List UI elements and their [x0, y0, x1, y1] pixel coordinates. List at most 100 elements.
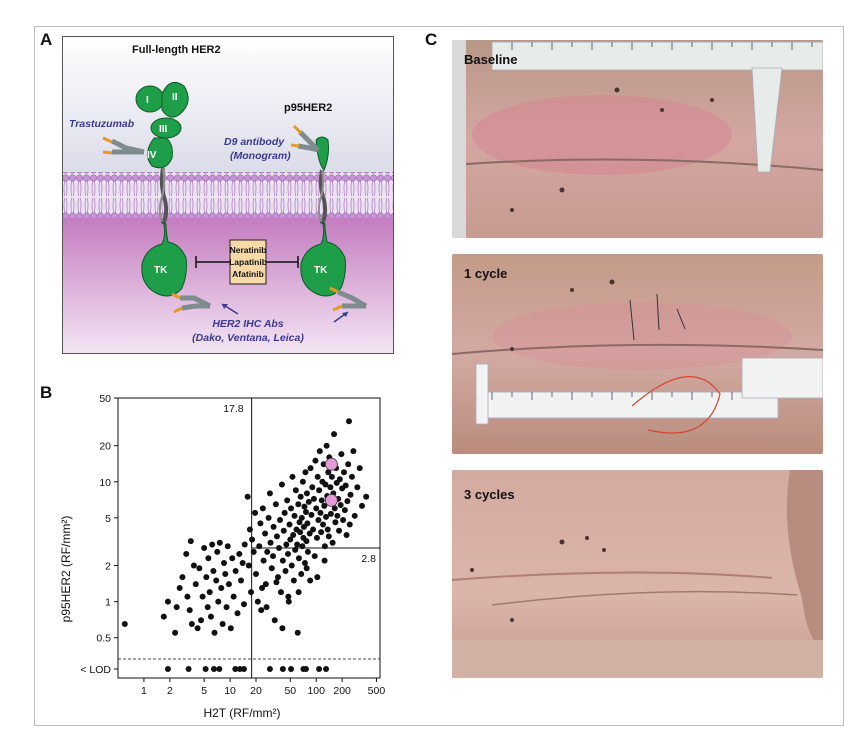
panel-label-c: C [425, 30, 438, 49]
data-point [295, 555, 302, 562]
data-point [363, 493, 370, 500]
data-point [288, 505, 295, 512]
data-point [259, 505, 266, 512]
data-point [337, 502, 344, 509]
data-point [294, 629, 301, 636]
data-point [316, 448, 323, 455]
data-point [314, 473, 321, 480]
data-point [346, 521, 353, 528]
ihc-abs-label: HER2 IHC Abs [212, 318, 284, 330]
data-point [305, 498, 312, 505]
photo-3-cycles-image [452, 470, 823, 678]
data-point-below-lod [202, 666, 209, 672]
data-point [245, 562, 252, 569]
data-point [254, 598, 261, 605]
data-point [238, 577, 245, 584]
data-point [205, 555, 212, 562]
data-point [256, 543, 263, 550]
data-point [194, 625, 201, 632]
data-point [248, 589, 255, 596]
data-point [309, 484, 316, 491]
data-point [271, 617, 278, 624]
data-point [234, 610, 241, 617]
data-point [267, 539, 274, 546]
data-point-below-lod [232, 666, 239, 672]
data-point [244, 493, 251, 500]
data-point [306, 530, 313, 537]
data-point [281, 509, 288, 516]
data-point [328, 473, 335, 480]
ihc-antibody-right-icon [329, 286, 368, 312]
data-point [224, 543, 231, 550]
data-point [297, 529, 304, 536]
data-point [318, 497, 325, 504]
data-point-below-lod [164, 666, 171, 672]
data-point-below-lod [216, 666, 223, 672]
data-point [209, 541, 216, 548]
photo-1-cycle-label: 1 cycle [464, 266, 508, 281]
data-point [315, 516, 322, 523]
data-point [316, 487, 323, 494]
data-point [310, 495, 317, 502]
data-point [206, 589, 213, 596]
x-tick-label: 1 [141, 685, 147, 697]
data-point [278, 481, 285, 488]
data-point [187, 538, 194, 545]
data-point [203, 574, 210, 581]
data-point [265, 514, 272, 521]
data-point [276, 545, 283, 552]
data-point [348, 473, 355, 480]
data-point [218, 584, 225, 591]
photo-baseline-image [452, 40, 823, 238]
domain-label-iii: III [159, 124, 168, 135]
data-point [292, 546, 299, 553]
tk-label-left: TK [154, 265, 168, 276]
data-point [356, 465, 363, 472]
data-point [272, 501, 279, 508]
highlighted-patient-point [324, 493, 338, 507]
data-point [179, 574, 186, 581]
figure-frame [34, 26, 844, 726]
data-point-below-lod [323, 666, 330, 672]
data-point [199, 593, 206, 600]
data-point [321, 543, 328, 550]
data-point [280, 527, 287, 534]
data-point [308, 511, 315, 518]
data-point [227, 625, 234, 632]
data-point [323, 442, 330, 449]
data-point [291, 512, 298, 519]
data-point [279, 557, 286, 564]
data-point [313, 505, 320, 512]
data-point [303, 538, 310, 545]
photo-baseline-label: Baseline [464, 52, 518, 67]
data-point [331, 505, 338, 512]
data-point-below-lod [316, 666, 323, 672]
data-point [274, 574, 281, 581]
data-point [252, 509, 259, 516]
data-point [302, 508, 309, 515]
data-point-below-lod [210, 666, 217, 672]
data-point [323, 513, 330, 520]
y-axis-label: p95HER2 (RF/mm²) [60, 516, 73, 623]
data-point [164, 598, 171, 605]
data-point [282, 568, 289, 575]
x-tick-label: 500 [368, 685, 386, 697]
domain-label-iv: IV [147, 150, 157, 161]
x-tick-label: 20 [250, 685, 262, 697]
data-point [172, 629, 179, 636]
ihc-vendors-label: (Dako, Ventana, Leica) [192, 332, 304, 344]
trastuzumab-antibody-icon [102, 136, 145, 155]
data-point [277, 589, 284, 596]
drug-lapatinib: Lapatinib [229, 257, 267, 267]
data-point [295, 589, 302, 596]
domain-label-ii: II [172, 92, 178, 103]
data-point [229, 555, 236, 562]
her2-diagram: Full-length HER2 I II III IV TK Trastuzu… [62, 36, 394, 354]
data-point [343, 531, 350, 538]
data-point [210, 568, 217, 575]
data-point [176, 584, 183, 591]
data-point [201, 545, 208, 552]
y-tick-label-lod: < LOD [80, 664, 111, 676]
data-point [345, 418, 352, 425]
drug-afatinib: Afatinib [232, 269, 264, 279]
